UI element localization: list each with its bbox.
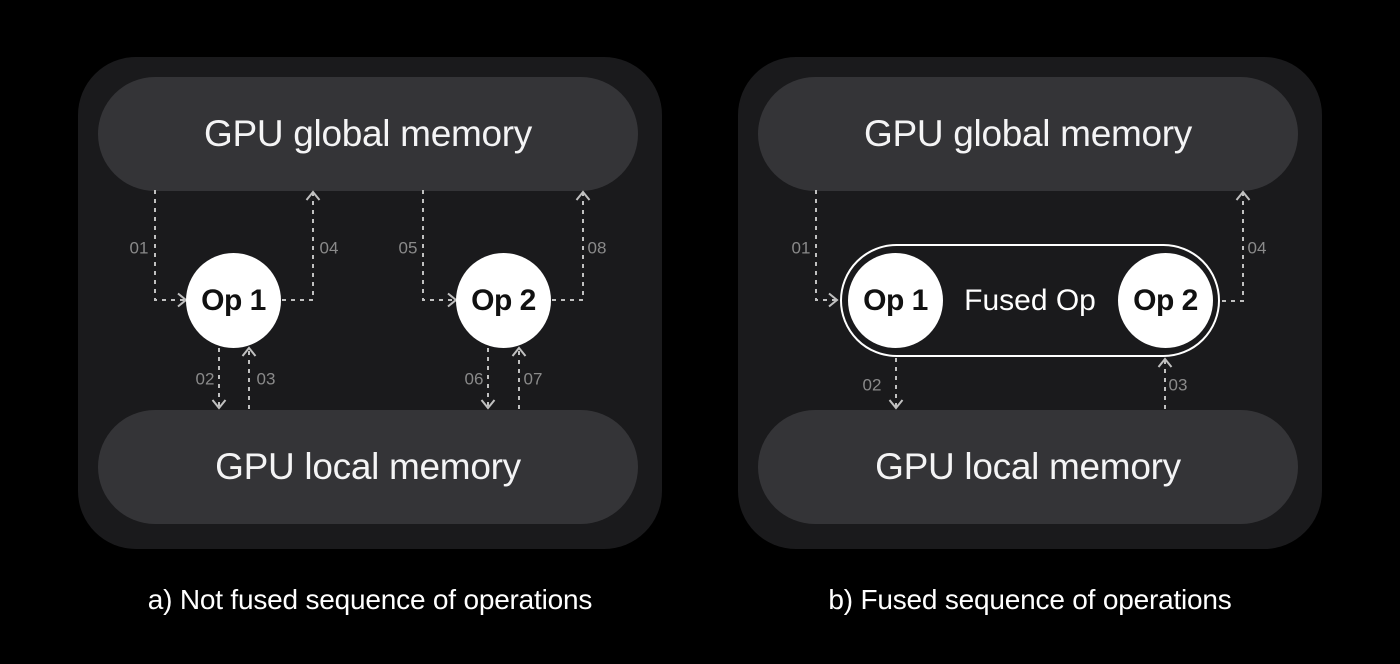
- arrowhead-icon: [888, 399, 904, 410]
- arrow-step-label: 01: [130, 239, 149, 258]
- arrow-line: [815, 190, 837, 301]
- arrow-07: 07: [511, 346, 543, 409]
- fused-op-group-outline: [840, 244, 1220, 357]
- arrow-step-label: 01: [792, 239, 811, 258]
- arrow-01: 01: [130, 190, 188, 308]
- gpu-global-memory-label: GPU global memory: [863, 113, 1192, 154]
- arrowhead-icon: [575, 190, 591, 201]
- op2-circle: Op 2: [456, 253, 551, 348]
- arrow-layer-a: 01 04 05 08 02 03 06 07: [130, 190, 607, 410]
- caption-not-fused: a) Not fused sequence of operations: [147, 584, 593, 615]
- arrow-line: [154, 190, 186, 301]
- arrow-layer-b: 01 04 02 03: [792, 190, 1267, 410]
- arrow-step-label: 03: [1169, 376, 1188, 395]
- op2-label: Op 2: [471, 283, 536, 317]
- arrow-step-label: 03: [257, 370, 276, 389]
- arrow-03: 03: [1157, 357, 1188, 409]
- arrowhead-icon: [305, 190, 321, 201]
- arrowhead-icon: [1157, 357, 1173, 368]
- op1-label: Op 1: [863, 283, 928, 317]
- arrow-step-label: 04: [320, 239, 339, 258]
- arrow-02: 02: [196, 348, 227, 410]
- arrow-line: [422, 190, 456, 301]
- arrow-step-label: 04: [1248, 239, 1267, 258]
- arrowhead-icon: [211, 399, 227, 410]
- arrowhead-icon: [828, 292, 839, 308]
- arrow-02: 02: [863, 358, 904, 410]
- gpu-local-memory-pill: GPU local memory: [758, 410, 1298, 524]
- arrow-08: 08: [552, 190, 607, 301]
- arrow-line: [1222, 192, 1244, 302]
- caption-fused: b) Fused sequence of operations: [828, 584, 1232, 615]
- arrow-05: 05: [399, 190, 458, 308]
- panel-fused: GPU global memory 01 04 02 03 Fused Op Op 1…: [738, 57, 1322, 549]
- arrowhead-icon: [480, 399, 496, 410]
- op1-circle: Op 1: [186, 253, 281, 348]
- arrow-step-label: 02: [863, 376, 882, 395]
- arrow-step-label: 07: [524, 370, 543, 389]
- arrow-step-label: 05: [399, 239, 418, 258]
- arrow-03: 03: [241, 346, 276, 409]
- arrowhead-icon: [1235, 190, 1251, 201]
- op1-label: Op 1: [201, 283, 266, 317]
- arrow-04: 04: [282, 190, 339, 301]
- arrow-step-label: 02: [196, 370, 215, 389]
- arrow-line: [282, 192, 314, 301]
- arrow-step-label: 06: [465, 370, 484, 389]
- op1-circle: Op 1: [848, 253, 943, 348]
- gpu-global-memory-pill: GPU global memory: [98, 77, 638, 191]
- gpu-global-memory-label: GPU global memory: [203, 113, 532, 154]
- arrow-04: 04: [1222, 190, 1267, 302]
- arrowhead-icon: [511, 346, 527, 357]
- op2-label: Op 2: [1133, 283, 1198, 317]
- gpu-local-memory-label: GPU local memory: [875, 446, 1181, 487]
- arrow-06: 06: [465, 348, 496, 410]
- fused-op-label: Fused Op: [964, 283, 1096, 317]
- arrow-step-label: 08: [588, 239, 607, 258]
- gpu-global-memory-pill: GPU global memory: [758, 77, 1298, 191]
- gpu-local-memory-pill: GPU local memory: [98, 410, 638, 524]
- gpu-local-memory-label: GPU local memory: [215, 446, 521, 487]
- arrowhead-icon: [241, 346, 257, 357]
- arrow-line: [552, 192, 584, 301]
- arrow-01: 01: [792, 190, 839, 308]
- op2-circle: Op 2: [1118, 253, 1213, 348]
